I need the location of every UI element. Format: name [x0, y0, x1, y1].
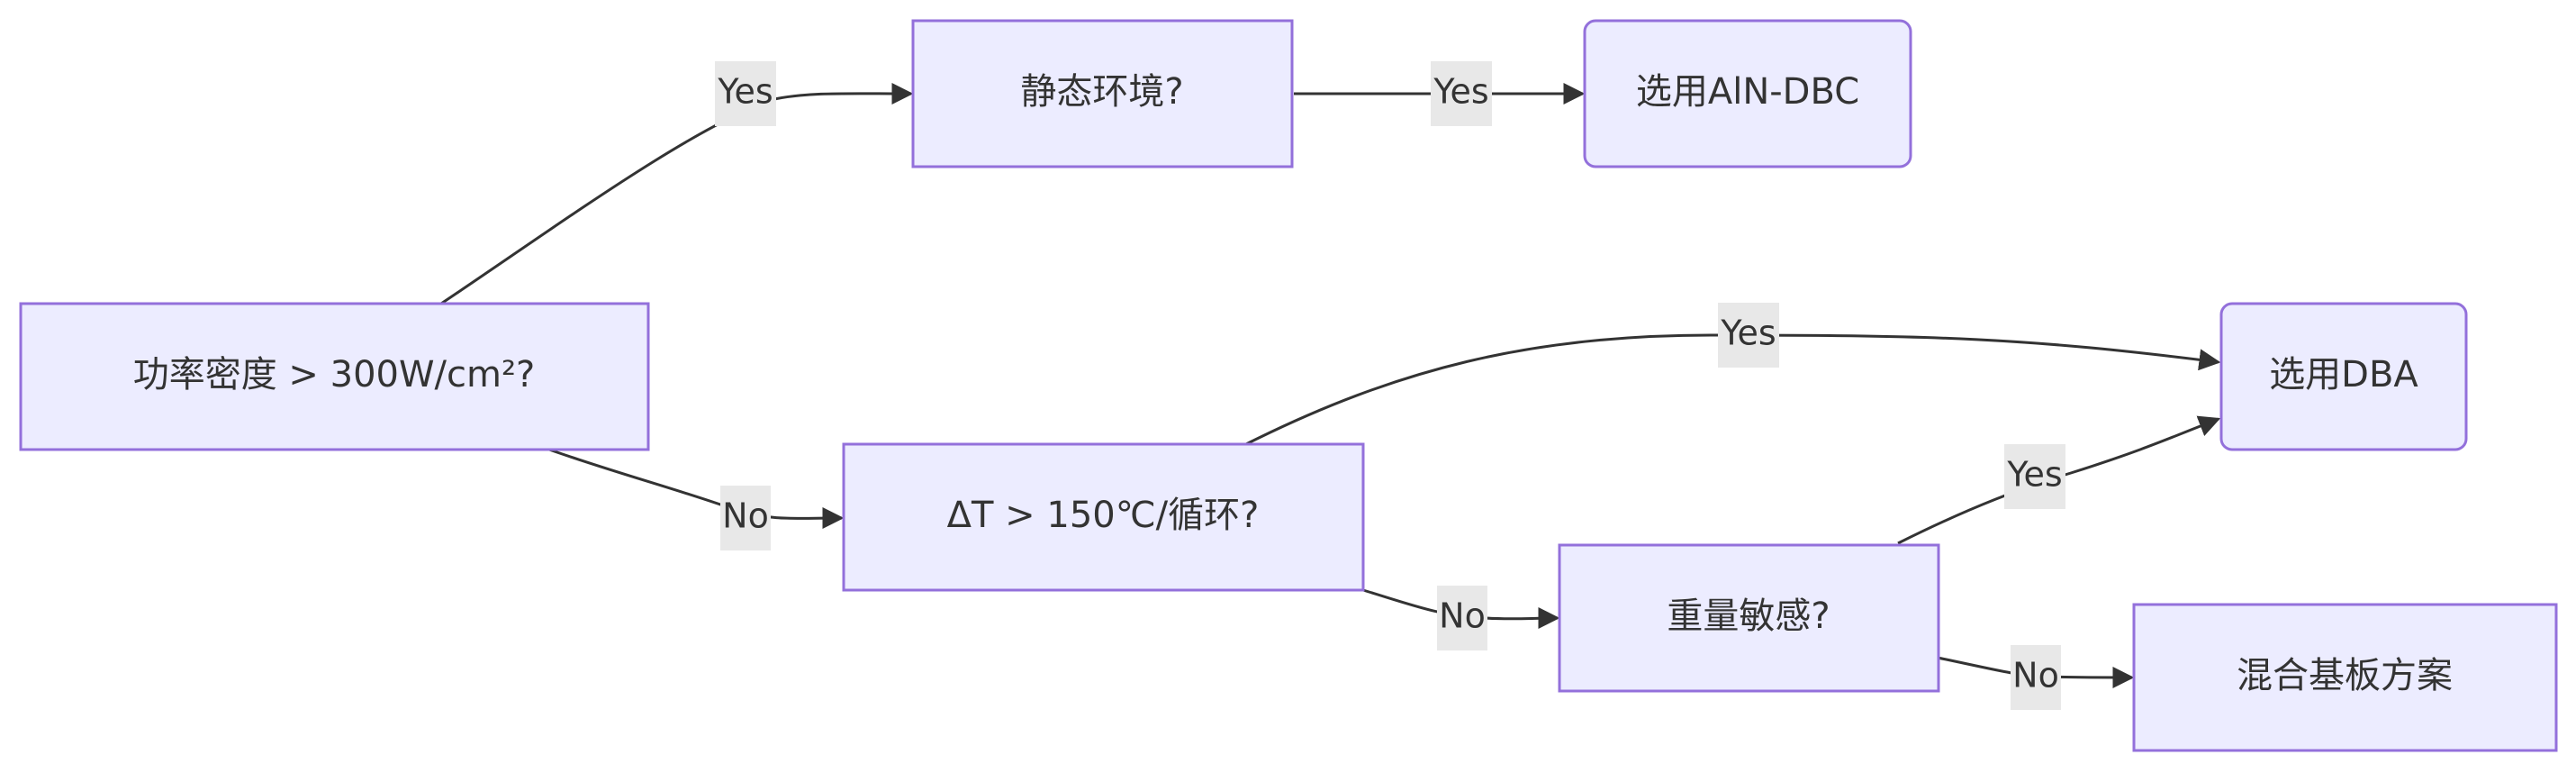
edge-label-static-to-aln: Yes [1431, 61, 1492, 126]
edge-deltat-to-dba [1245, 333, 2221, 446]
node-label: ΔT > 150℃/循环? [947, 495, 1260, 536]
edge-label-text: No [2012, 656, 2059, 696]
edge-label-text: Yes [717, 72, 773, 112]
edge-weight-to-dba [1897, 415, 2221, 545]
edge-power-to-static [440, 82, 914, 305]
edge-label-text: Yes [1720, 314, 1776, 353]
edge-label-deltat-to-dba: Yes [1718, 303, 1779, 368]
node-delta-t: ΔT > 150℃/循环? [842, 442, 1365, 592]
node-weight: 重量敏感? [1558, 543, 1940, 693]
edge-label-power-to-static: Yes [715, 61, 776, 126]
edge-label-text: Yes [2006, 455, 2062, 495]
node-static-env: 静态环境? [911, 19, 1294, 168]
edge-power-to-deltat [548, 448, 845, 530]
node-power-density: 功率密度 > 300W/cm²? [19, 302, 650, 451]
edge-label-power-to-deltat: No [720, 486, 771, 550]
node-label: 选用AlN-DBC [1636, 71, 1859, 113]
node-label: 选用DBA [2269, 354, 2418, 396]
nodes: 功率密度 > 300W/cm²? 静态环境? 选用AlN-DBC ΔT > 15… [19, 19, 2558, 752]
node-label: 功率密度 > 300W/cm²? [133, 354, 536, 396]
edge-labels: Yes Yes No Yes No Yes No [715, 61, 2065, 710]
edge-label-weight-to-hybrid: No [2011, 645, 2061, 710]
edge-label-text: No [722, 496, 769, 536]
node-label: 混合基板方案 [2237, 655, 2453, 696]
edge-label-text: No [1439, 596, 1486, 636]
node-label: 重量敏感? [1667, 596, 1830, 637]
edge-label-deltat-to-weight: No [1437, 586, 1487, 650]
edge-label-text: Yes [1433, 72, 1488, 112]
node-label: 静态环境? [1020, 71, 1183, 113]
node-aln-dbc: 选用AlN-DBC [1583, 19, 1912, 168]
node-dba: 选用DBA [2219, 302, 2468, 451]
node-hybrid: 混合基板方案 [2132, 603, 2558, 752]
edge-label-weight-to-dba: Yes [2004, 444, 2065, 509]
